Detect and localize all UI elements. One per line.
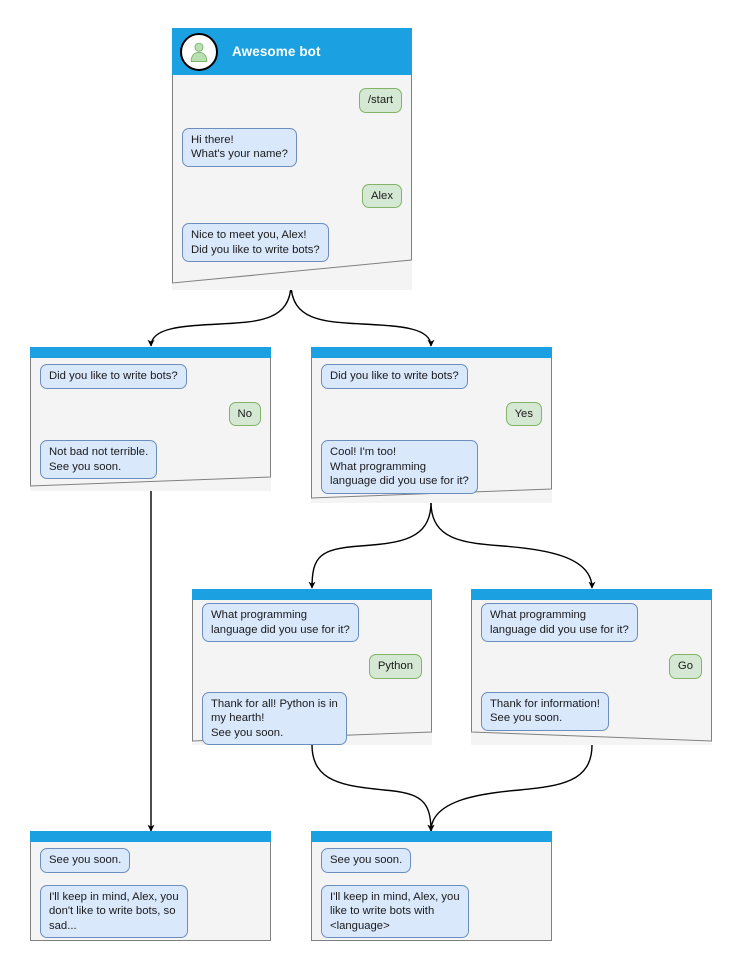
message-list-answer-yes: Did you like to write bots? Yes Cool! I'…: [311, 358, 552, 494]
message-row: Hi there! What's your name?: [182, 127, 402, 167]
user-message-bubble[interactable]: Python: [368, 654, 422, 679]
message-row: Nice to meet you, Alex! Did you like to …: [182, 223, 402, 262]
screen-start[interactable]: Awesome bot /start Hi there! What's your…: [172, 28, 412, 290]
screen-language-python[interactable]: What programming language did you use fo…: [192, 589, 432, 745]
message-row: See you soon.: [321, 848, 542, 873]
screen-answer-yes[interactable]: Did you like to write bots? Yes Cool! I'…: [311, 347, 552, 503]
edge-start-to-yes: [290, 282, 435, 347]
bot-message-bubble[interactable]: See you soon.: [321, 848, 412, 873]
bot-message-bubble[interactable]: Nice to meet you, Alex! Did you like to …: [182, 223, 329, 262]
bot-message-bubble[interactable]: Cool! I'm too! What programming language…: [321, 440, 478, 494]
message-row: Alex: [182, 183, 402, 208]
message-row: What programming language did you use fo…: [481, 603, 702, 642]
message-row: Cool! I'm too! What programming language…: [321, 440, 542, 494]
screen-end-happy[interactable]: See you soon. I'll keep in mind, Alex, y…: [311, 831, 552, 941]
message-row: Thank for all! Python is in my hearth! S…: [202, 691, 422, 745]
bot-name-label: Awesome bot: [232, 44, 321, 59]
screen-language-go[interactable]: What programming language did you use fo…: [471, 589, 712, 745]
message-list-start: /start Hi there! What's your name? Alex …: [172, 75, 412, 262]
person-avatar-icon: [180, 32, 218, 71]
message-list-language-python: What programming language did you use fo…: [192, 600, 432, 745]
message-row: No: [40, 401, 261, 426]
message-row: Did you like to write bots?: [321, 364, 542, 389]
bot-message-bubble[interactable]: See you soon.: [40, 848, 131, 873]
bot-message-bubble[interactable]: Thank for all! Python is in my hearth! S…: [202, 691, 347, 745]
message-row: I'll keep in mind, Alex, you don't like …: [40, 884, 261, 938]
edge-go-to-end-happy: [427, 744, 593, 832]
bot-message-bubble[interactable]: I'll keep in mind, Alex, you like to wri…: [321, 884, 469, 938]
message-row: See you soon.: [40, 848, 261, 873]
screen-end-sad[interactable]: See you soon. I'll keep in mind, Alex, y…: [30, 831, 271, 941]
edge-yes-to-go: [430, 501, 596, 589]
screen-answer-no[interactable]: Did you like to write bots? No Not bad n…: [30, 347, 271, 491]
message-row: Thank for information! See you soon.: [481, 691, 702, 731]
bot-message-bubble[interactable]: I'll keep in mind, Alex, you don't like …: [40, 884, 188, 938]
edge-start-to-no: [147, 282, 292, 347]
bot-message-bubble[interactable]: What programming language did you use fo…: [481, 603, 638, 642]
chat-header-end-happy: [311, 831, 552, 842]
bot-message-bubble[interactable]: Did you like to write bots?: [40, 364, 187, 389]
edge-yes-to-python: [308, 501, 432, 589]
chat-header-end-sad: [30, 831, 271, 842]
chat-header-language-go: [471, 589, 712, 600]
message-row: Go: [481, 654, 702, 679]
message-row: What programming language did you use fo…: [202, 603, 422, 642]
message-row: Yes: [321, 401, 542, 426]
message-row: /start: [182, 88, 402, 113]
message-list-language-go: What programming language did you use fo…: [471, 600, 712, 731]
edge-python-to-end-happy: [311, 744, 435, 832]
message-row: Python: [202, 654, 422, 679]
bot-message-bubble[interactable]: Not bad not terrible. See you soon.: [40, 440, 158, 479]
bot-message-bubble[interactable]: Thank for information! See you soon.: [481, 691, 609, 731]
message-row: I'll keep in mind, Alex, you like to wri…: [321, 884, 542, 938]
user-message-bubble[interactable]: Go: [668, 654, 702, 679]
user-message-bubble[interactable]: /start: [358, 88, 402, 113]
message-row: Not bad not terrible. See you soon.: [40, 440, 261, 479]
chat-header-start: Awesome bot: [172, 28, 412, 75]
chat-header-answer-yes: [311, 347, 552, 358]
message-list-answer-no: Did you like to write bots? No Not bad n…: [30, 358, 271, 479]
bot-message-bubble[interactable]: What programming language did you use fo…: [202, 603, 359, 642]
person-glyph: [190, 42, 208, 62]
message-list-end-sad: See you soon. I'll keep in mind, Alex, y…: [30, 842, 271, 938]
bot-message-bubble[interactable]: Did you like to write bots?: [321, 364, 468, 389]
user-message-bubble[interactable]: Yes: [505, 401, 542, 426]
message-row: Did you like to write bots?: [40, 364, 261, 389]
chat-header-answer-no: [30, 347, 271, 358]
chat-header-language-python: [192, 589, 432, 600]
message-list-end-happy: See you soon. I'll keep in mind, Alex, y…: [311, 842, 552, 938]
user-message-bubble[interactable]: No: [228, 401, 261, 426]
bot-message-bubble[interactable]: Hi there! What's your name?: [182, 127, 297, 167]
user-message-bubble[interactable]: Alex: [362, 183, 402, 208]
